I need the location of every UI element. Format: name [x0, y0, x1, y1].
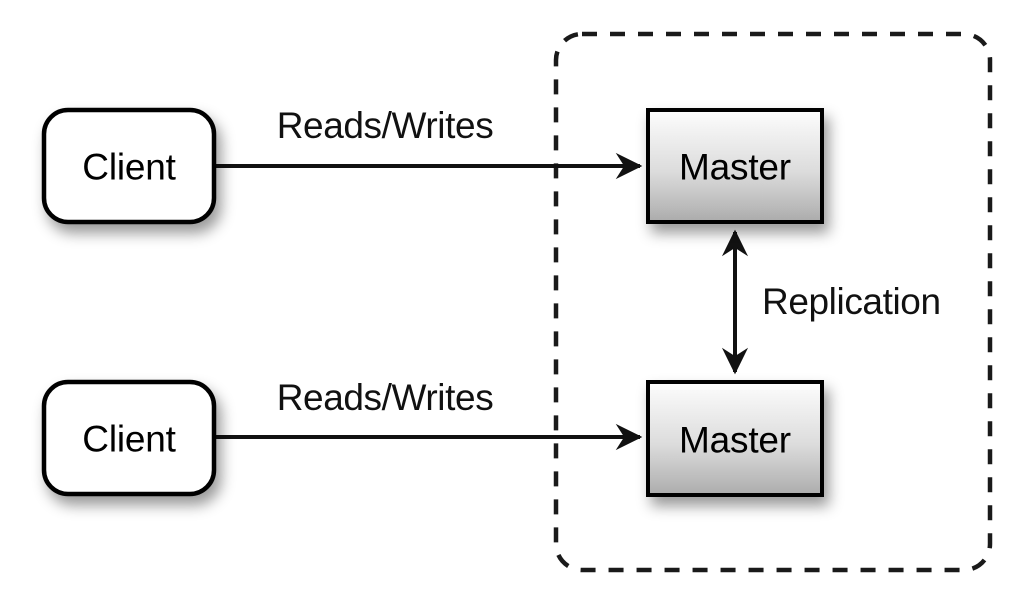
node-master-1[interactable]: Master: [646, 108, 824, 224]
node-client-1[interactable]: Client: [41, 107, 217, 225]
edge-client2-master2: Reads/Writes: [214, 377, 643, 451]
master-1-shape[interactable]: [646, 108, 824, 224]
client-2-label: Client: [82, 419, 176, 460]
client-1-label: Client: [82, 147, 176, 188]
edge-client1-master1: Reads/Writes: [214, 105, 643, 180]
edge-label-reads-writes-top: Reads/Writes: [277, 105, 494, 146]
client-1-shape[interactable]: [41, 107, 217, 225]
edge-master1-master2-replication: Replication: [721, 229, 941, 375]
master-1-label: Master: [679, 147, 791, 188]
master-2-label: Master: [679, 420, 791, 461]
edge-label-reads-writes-bottom: Reads/Writes: [277, 377, 494, 418]
node-client-2[interactable]: Client: [41, 379, 217, 497]
node-master-2[interactable]: Master: [646, 380, 824, 497]
client-2-shape[interactable]: [41, 379, 217, 497]
edge-label-replication: Replication: [762, 281, 941, 322]
master-2-shape[interactable]: [646, 380, 824, 497]
